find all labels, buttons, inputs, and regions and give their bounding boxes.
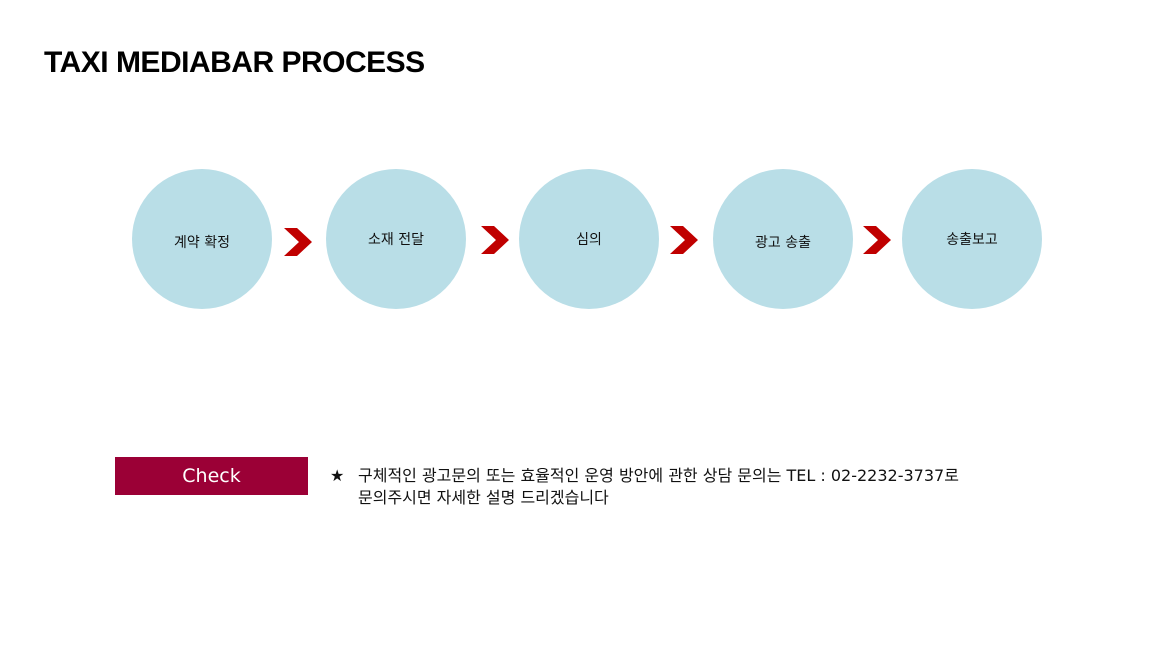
notice-text-2: 문의주시면 자세한 설명 드리겠습니다 — [358, 488, 609, 507]
step-label: 소재 전달 — [368, 232, 424, 248]
chevron-right-icon — [481, 226, 509, 254]
step-circle-4: 광고 송출 — [713, 169, 853, 309]
chevron-right-icon — [863, 226, 891, 254]
step-circle-5: 송출보고 — [902, 169, 1042, 309]
step-circle-1: 계약 확정 — [132, 169, 272, 309]
notice-line-1: ★ 구체적인 광고문의 또는 효율적인 운영 방안에 관한 상담 문의는 TEL … — [330, 465, 959, 487]
step-circle-3: 심의 — [519, 169, 659, 309]
step-circle-2: 소재 전달 — [326, 169, 466, 309]
step-label: 계약 확정 — [174, 235, 230, 251]
step-label: 광고 송출 — [755, 235, 811, 251]
check-badge: Check — [115, 457, 308, 495]
contact-notice: ★ 구체적인 광고문의 또는 효율적인 운영 방안에 관한 상담 문의는 TEL … — [330, 465, 959, 509]
notice-text-1: 구체적인 광고문의 또는 효율적인 운영 방안에 관한 상담 문의는 TEL :… — [358, 466, 959, 485]
chevron-right-icon — [284, 228, 312, 256]
step-label: 심의 — [576, 232, 602, 248]
chevron-right-icon — [670, 226, 698, 254]
check-label: Check — [182, 465, 241, 487]
page-title: TAXI MEDIABAR PROCESS — [44, 46, 425, 79]
step-label: 송출보고 — [946, 232, 998, 248]
star-icon: ★ — [330, 466, 345, 485]
